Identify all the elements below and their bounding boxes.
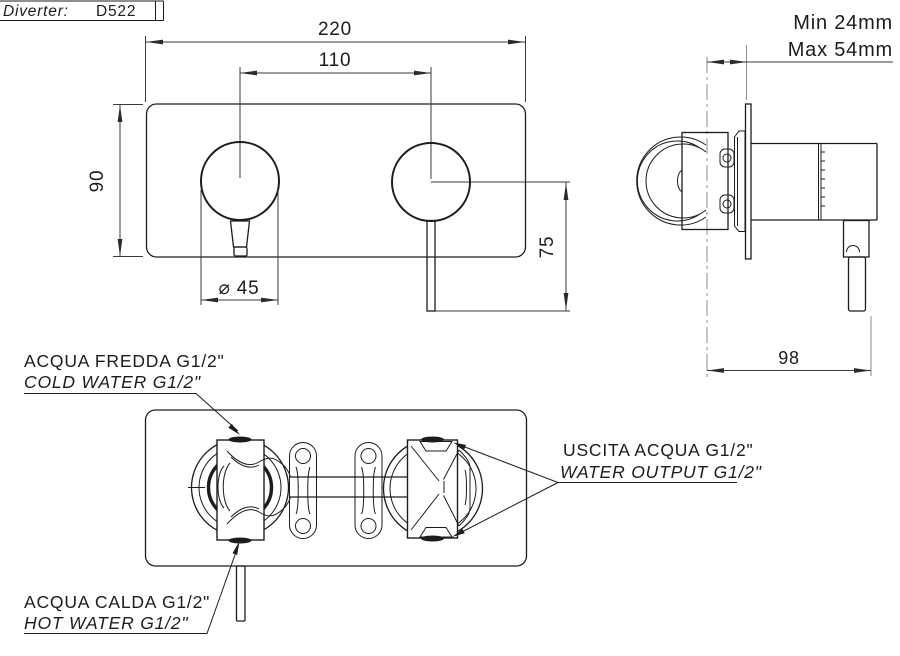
dim-98-text: 98 <box>778 348 800 368</box>
dim-75: 75 <box>537 182 569 311</box>
side-knob-cylinder <box>751 142 878 221</box>
dim-110: 110 <box>240 50 431 76</box>
dim-220: 220 <box>145 19 526 102</box>
front-plate <box>145 103 527 258</box>
left-knob-handle-tip <box>233 246 248 257</box>
right-diverter-assembly <box>382 436 484 542</box>
cold-water-label-en: COLD WATER G1/2" <box>24 372 201 392</box>
bottom-view-lever <box>235 565 246 622</box>
dim-90: 90 <box>87 104 143 257</box>
top-port <box>719 148 735 168</box>
cold-water-label-it: ACQUA FREDDA G1/2" <box>24 351 225 371</box>
side-wall-plate <box>744 103 752 260</box>
title-block: Diverter: D522 <box>0 0 164 21</box>
adapter <box>734 130 746 232</box>
output-leader-lines <box>455 443 737 536</box>
hot-water-callout: ACQUA CALDA G1/2" HOT WATER G1/2" <box>24 541 240 634</box>
output-leader-arrow-top <box>453 442 466 450</box>
cold-inlet-port <box>228 436 252 443</box>
dim-110-text: 110 <box>319 50 352 71</box>
dim-min-text: Min 24mm <box>793 12 893 34</box>
cold-water-callout: ACQUA FREDDA G1/2" COLD WATER G1/2" <box>24 351 240 435</box>
front-view: 220 110 90 ⌀ 45 75 <box>87 19 570 312</box>
left-valve-assembly <box>188 436 291 544</box>
inwall-body <box>636 131 735 231</box>
left-knob-handle <box>229 220 251 248</box>
water-output-label-it: USCITA ACQUA G1/2" <box>563 440 754 460</box>
mounting-lug-right <box>354 442 383 539</box>
side-lever <box>842 219 870 312</box>
hot-inlet-port <box>228 537 252 544</box>
hot-leader-arrow <box>232 541 240 555</box>
bottom-plate <box>144 409 528 567</box>
dim-max-text: Max 54mm <box>788 39 893 61</box>
bottom-port <box>719 194 735 214</box>
dim-diameter-45: ⌀ 45 <box>200 190 279 305</box>
dim-45-text: ⌀ 45 <box>218 278 259 299</box>
left-knob <box>200 141 280 221</box>
title-block-border <box>0 0 164 21</box>
dim-min-max: Min 24mm Max 54mm <box>707 12 893 65</box>
dim-98: 98 <box>707 316 872 376</box>
hot-leader-line <box>24 544 239 634</box>
dim-75-text: 75 <box>537 236 558 259</box>
right-knob-lever <box>426 219 436 312</box>
output-leader-arrow-bottom <box>452 529 465 537</box>
bottom-view: ACQUA FREDDA G1/2" COLD WATER G1/2" ACQU… <box>24 351 762 634</box>
left-valve-block <box>216 439 265 541</box>
dim-90-text: 90 <box>87 170 108 193</box>
output-port-bottom <box>421 535 444 542</box>
cold-leader-arrow <box>228 423 240 435</box>
water-output-callout: USCITA ACQUA G1/2" WATER OUTPUT G1/2" <box>452 440 762 537</box>
title-label: Diverter: <box>3 3 69 20</box>
hot-water-label-en: HOT WATER G1/2" <box>24 613 188 633</box>
front-centerlines <box>239 67 570 312</box>
dim-220-text: 220 <box>318 19 352 40</box>
hot-water-label-it: ACQUA CALDA G1/2" <box>24 592 210 612</box>
diverter-block <box>406 439 459 539</box>
title-value: D522 <box>96 3 136 20</box>
mounting-lug-left <box>289 442 317 539</box>
cold-leader-line <box>24 393 239 432</box>
water-output-label-en: WATER OUTPUT G1/2" <box>560 462 762 482</box>
side-view: Min 24mm Max 54mm <box>636 12 893 378</box>
